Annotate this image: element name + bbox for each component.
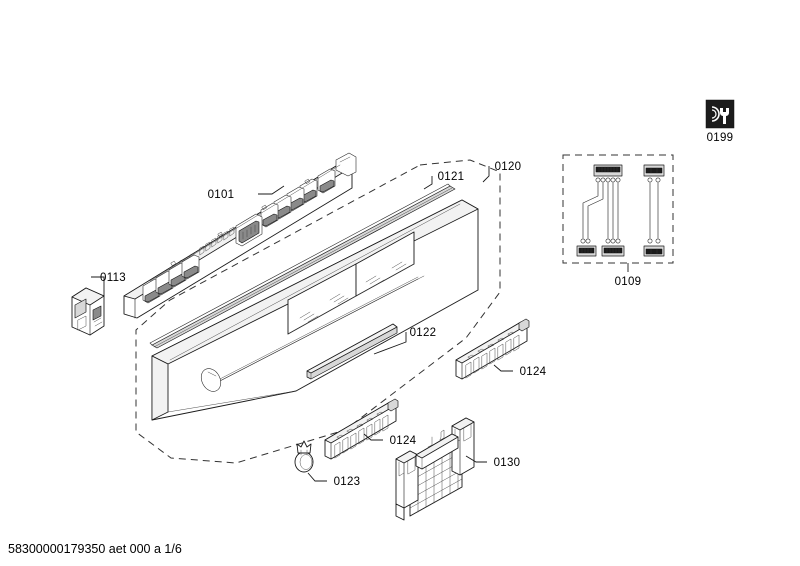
pcb-button-cluster-left <box>142 254 200 304</box>
callout-0101: 0101 <box>208 189 235 201</box>
leader-lines <box>91 166 629 482</box>
callout-0199: 0199 <box>707 132 734 144</box>
handle-strip-0121 <box>149 183 456 349</box>
harness-two-wire <box>643 164 665 257</box>
service-kit-icon-0199 <box>705 99 735 129</box>
callout-0130: 0130 <box>494 457 521 469</box>
callout-labels: 0101 0113 0120 0121 0122 0124 0124 0123 … <box>100 132 733 488</box>
fascia-display-window <box>287 231 415 335</box>
lower-strip-keys <box>334 414 389 459</box>
pcb-button-cluster-right <box>260 168 336 228</box>
button-strip-lower-0124 <box>324 398 399 460</box>
callout-0120: 0120 <box>495 161 522 173</box>
button-strip-upper-0124 <box>455 318 530 380</box>
assembly-boundary-0120 <box>135 159 501 464</box>
upper-strip-keys <box>465 334 520 379</box>
harness-multipin <box>576 164 625 257</box>
callout-0122: 0122 <box>410 327 437 339</box>
callout-0109: 0109 <box>615 276 642 288</box>
wiring-harness-group-0109 <box>562 154 674 264</box>
door-fascia-0120 <box>151 199 479 421</box>
retaining-clip-0123 <box>294 440 314 473</box>
trim-strip-0122 <box>306 323 398 380</box>
pcb-edge-notches <box>170 178 310 266</box>
fascia-lock-hole <box>200 368 222 392</box>
callout-0124-upper: 0124 <box>520 366 547 378</box>
callout-0124-lower: 0124 <box>390 435 417 447</box>
callout-0121: 0121 <box>438 171 465 183</box>
callout-0123: 0123 <box>334 476 361 488</box>
sheet-footer-text: 58300000179350 aet 000 a 1/6 <box>8 542 182 556</box>
pcb-display-module <box>235 213 263 247</box>
connector-bracket-0113 <box>71 287 105 336</box>
upper-strip-tabs <box>467 331 515 359</box>
control-panel-pcb-0101 <box>123 152 357 319</box>
lower-strip-tabs <box>336 411 384 439</box>
mounting-bracket-0130 <box>395 417 475 521</box>
callout-0113: 0113 <box>100 272 126 284</box>
